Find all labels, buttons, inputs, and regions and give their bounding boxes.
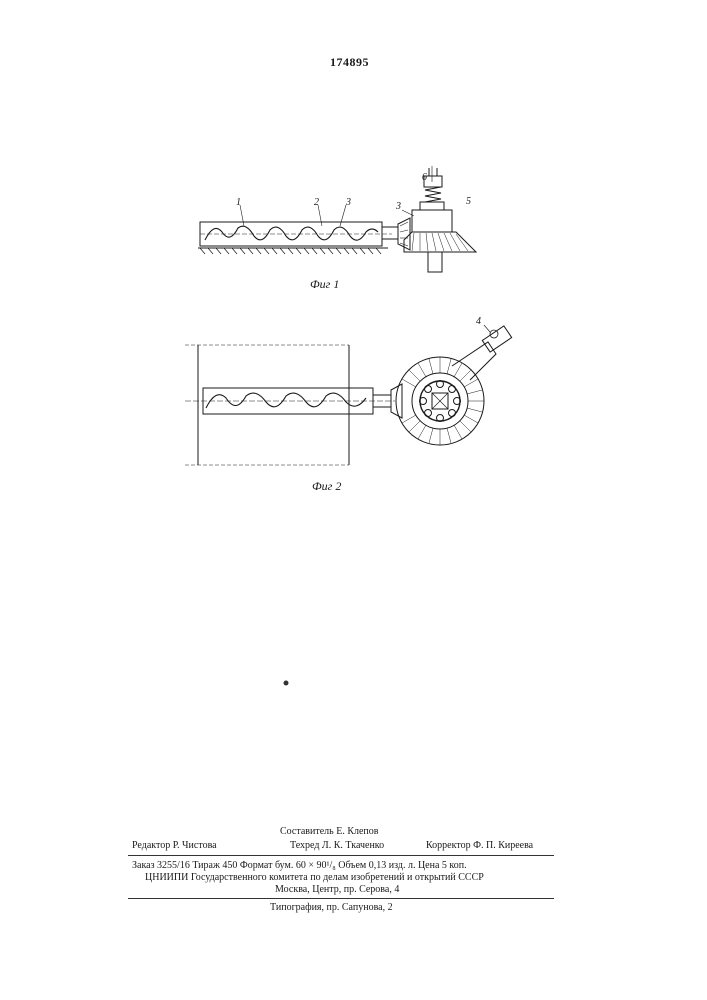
corrector-name: Корректор Ф. П. Киреева — [426, 840, 533, 852]
order-line: Заказ 3255/16 Тираж 450 Формат бум. 60 ×… — [132, 860, 467, 872]
techred-name: Техред Л. К. Ткаченко — [290, 840, 384, 852]
org-line: ЦНИИПИ Государственного комитета по дела… — [145, 872, 484, 884]
address-line: Москва, Центр, пр. Серова, 4 — [275, 884, 399, 896]
rule-bottom — [128, 898, 554, 899]
compiler-line: Составитель Е. Клепов — [280, 826, 379, 838]
printer-line: Типография, пр. Сапунова, 2 — [270, 902, 393, 914]
editor-name: Редактор Р. Чистова — [132, 840, 217, 852]
rule-top — [128, 855, 554, 856]
